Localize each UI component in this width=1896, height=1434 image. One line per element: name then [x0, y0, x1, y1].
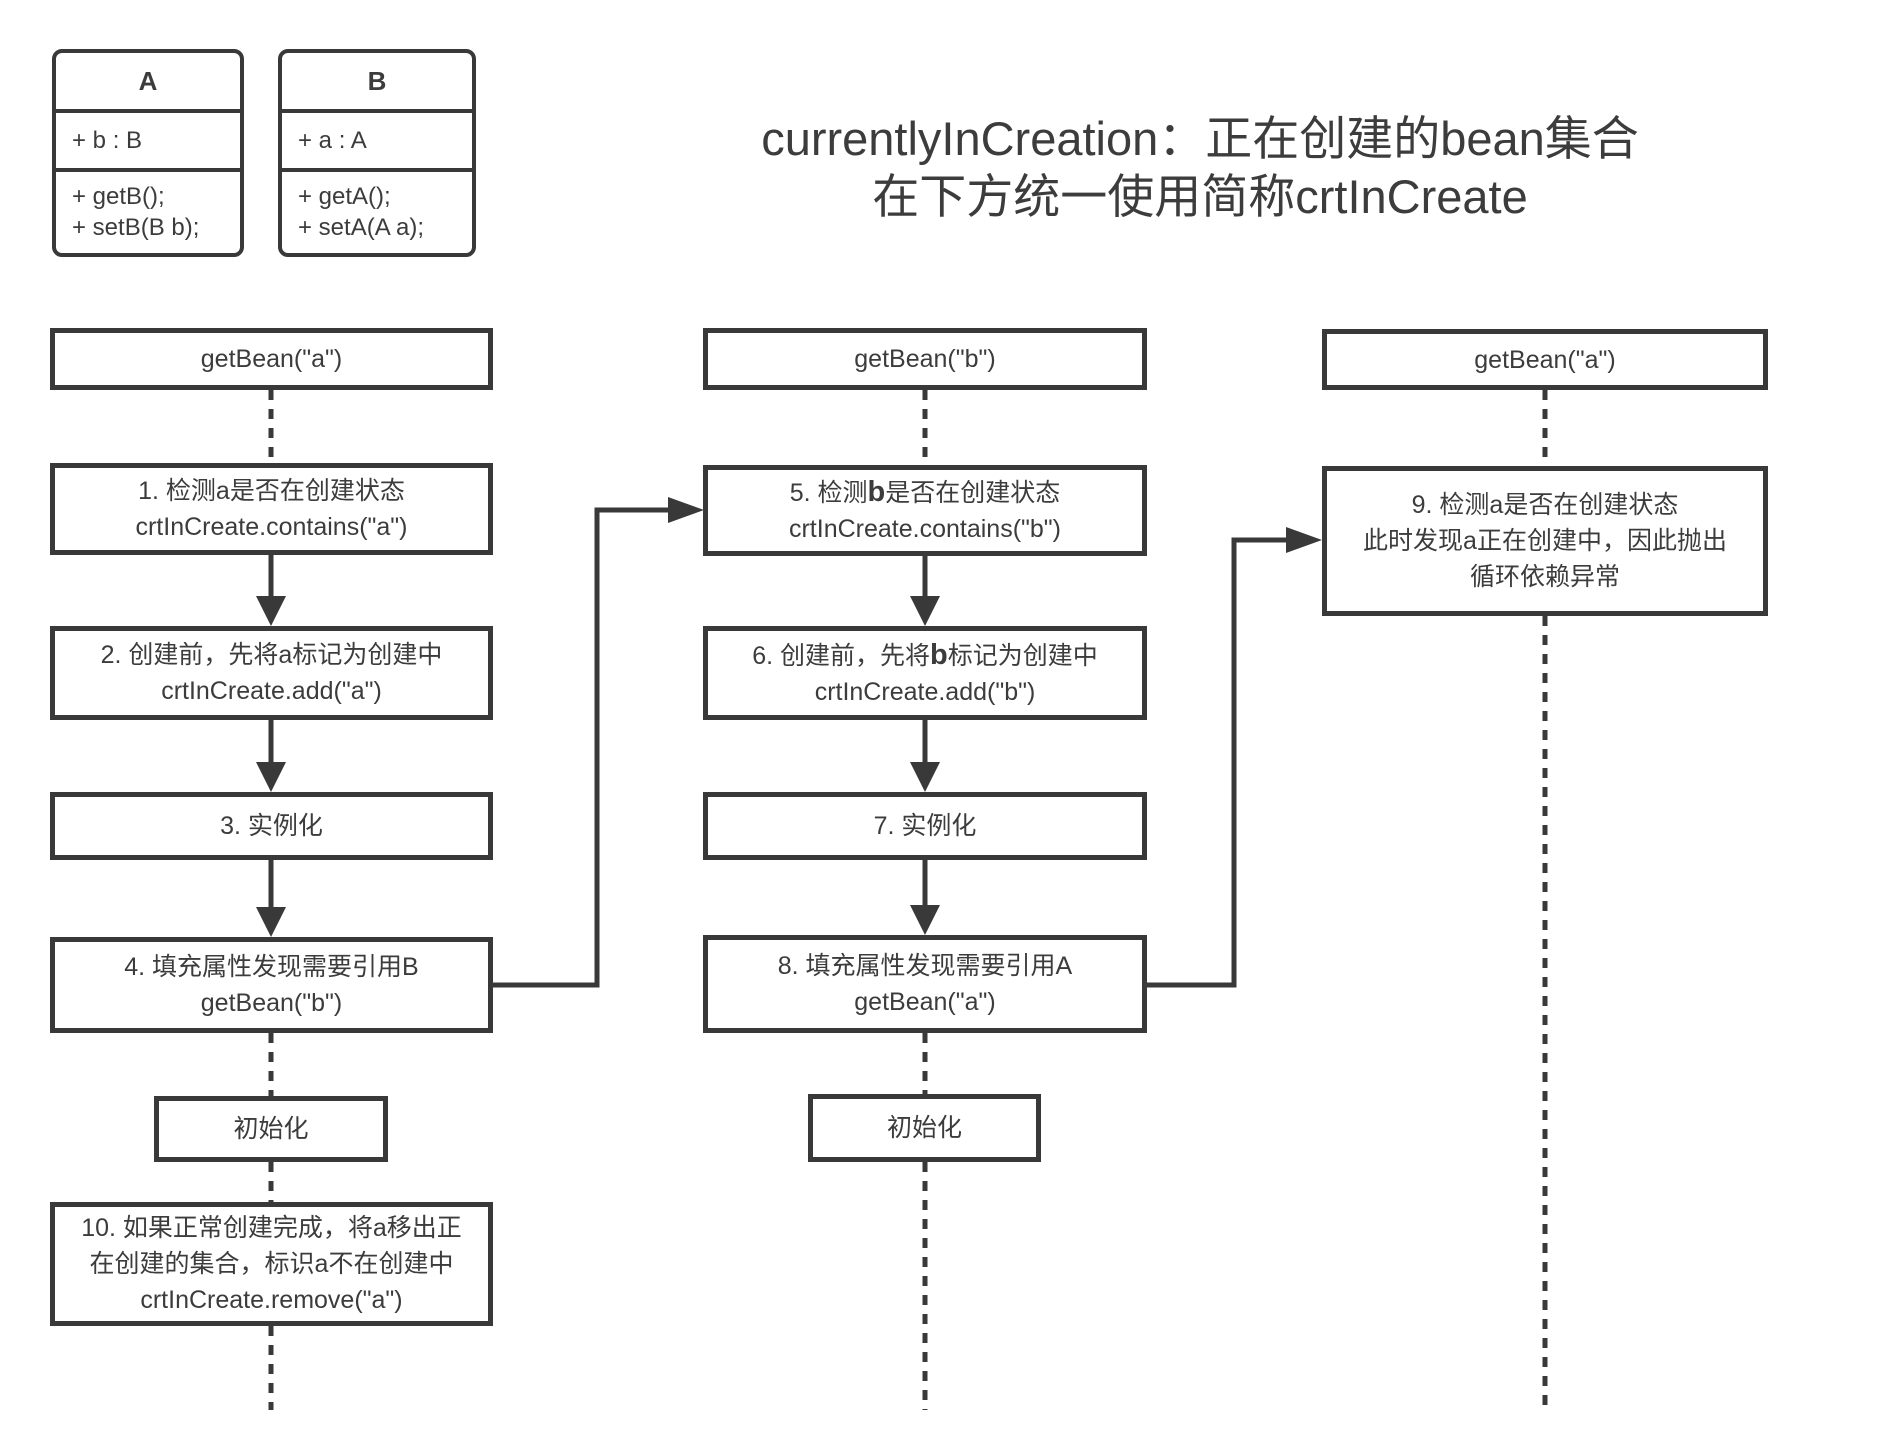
box-text-line: 9. 检测a是否在创建状态 — [1412, 487, 1679, 523]
class-box-a: A + b : B + getB(); + setB(B b); — [52, 49, 244, 257]
arrowhead-down-icon — [910, 905, 940, 935]
arrowhead-down-icon — [256, 762, 286, 792]
box-text-line: 5. 检测b是否在创建状态 — [790, 474, 1061, 511]
bean-name-emphasis: b — [867, 476, 886, 508]
box-text-seg: 是否在创建状态 — [885, 479, 1061, 507]
box-text-seg: 此时发现a正在创建中，因此抛出 — [1363, 527, 1727, 555]
arrowhead-right-icon — [668, 497, 704, 523]
box-text-seg: 初始化 — [233, 1115, 309, 1143]
box-text-seg: getBean("b") — [854, 345, 996, 373]
box-text-seg: crtInCreate.remove("a") — [140, 1286, 403, 1314]
box-text-line: 4. 填充属性发现需要引用B — [124, 949, 418, 985]
box-text-line: 初始化 — [887, 1110, 962, 1146]
box-text-line: 初始化 — [233, 1111, 308, 1147]
box-text-seg: 8. 填充属性发现需要引用A — [777, 952, 1073, 980]
class-attribute: + b : B — [56, 113, 240, 172]
box-text-line: 8. 填充属性发现需要引用A — [778, 948, 1072, 984]
class-attribute: + a : A — [282, 113, 472, 172]
step-1-box: 1. 检测a是否在创建状态 crtInCreate.contains("a") — [50, 463, 493, 555]
box-text-line: 10. 如果正常创建完成，将a移出正 — [81, 1210, 462, 1246]
step-4-box: 4. 填充属性发现需要引用B getBean("b") — [50, 937, 493, 1033]
box-text-seg: 3. 实例化 — [220, 812, 323, 840]
title-line-2: 在下方统一使用简称crtInCreate — [872, 170, 1528, 223]
title-line-1: currentlyInCreation：正在创建的bean集合 — [761, 112, 1639, 165]
box-text-line: 循环依赖异常 — [1470, 559, 1620, 595]
init-box-col1: 初始化 — [154, 1096, 388, 1162]
step-6-box: 6. 创建前，先将b标记为创建中 crtInCreate.add("b") — [703, 626, 1147, 720]
box-text-line: getBean("a") — [201, 341, 342, 377]
elbow-connector-step8-to-step9 — [1147, 537, 1288, 988]
box-text-seg: 标记为创建中 — [947, 641, 1098, 670]
class-name: A — [56, 53, 240, 113]
box-text-seg: 7. 实例化 — [873, 812, 977, 840]
class-method: + setB(B b); — [72, 214, 200, 241]
box-text-line: crtInCreate.remove("a") — [140, 1282, 402, 1318]
box-text-line: 在创建的集合，标识a不在创建中 — [90, 1246, 454, 1282]
class-box-b: B + a : A + getA(); + setA(A a); — [278, 49, 476, 257]
box-text-line: 6. 创建前，先将b标记为创建中 — [752, 637, 1098, 674]
step-9-box: 9. 检测a是否在创建状态此时发现a正在创建中，因此抛出循环依赖异常 — [1322, 466, 1768, 616]
step-3-box: 3. 实例化 — [50, 792, 493, 860]
box-text-line: 1. 检测a是否在创建状态 — [138, 473, 405, 509]
box-text-seg: crtInCreate.add("a") — [161, 677, 382, 705]
box-text-line: getBean("b") — [201, 985, 342, 1021]
box-text-seg: 在创建的集合，标识a不在创建中 — [89, 1250, 454, 1278]
step-5-box: 5. 检测b是否在创建状态 crtInCreate.contains("b") — [703, 465, 1147, 556]
class-name: B — [282, 53, 472, 113]
box-text-seg: getBean("a") — [200, 345, 343, 373]
getbean-header-col1: getBean("a") — [50, 328, 493, 390]
box-text-line: getBean("b") — [854, 341, 995, 377]
box-text-line: crtInCreate.add("a") — [161, 673, 382, 709]
elbow-connector-step4-to-step5 — [493, 507, 670, 988]
box-text-seg: crtInCreate.contains("b") — [788, 515, 1062, 543]
init-box-col2: 初始化 — [808, 1094, 1041, 1162]
step-8-box: 8. 填充属性发现需要引用A getBean("a") — [703, 935, 1147, 1033]
box-text-seg: 10. 如果正常创建完成，将a移出正 — [81, 1214, 462, 1242]
box-text-line: 2. 创建前，先将a标记为创建中 — [101, 637, 443, 673]
box-text-seg: 初始化 — [886, 1114, 962, 1142]
arrowhead-down-icon — [910, 762, 940, 792]
box-text-seg: 4. 填充属性发现需要引用B — [124, 953, 419, 981]
box-text-seg: 5. 检测 — [789, 479, 868, 507]
box-text-seg: crtInCreate.add("b") — [814, 677, 1036, 706]
class-method: + getB(); — [72, 183, 165, 210]
box-text-seg: 循环依赖异常 — [1469, 563, 1620, 591]
step-7-box: 7. 实例化 — [703, 792, 1147, 860]
box-text-seg: 9. 检测a是否在创建状态 — [1411, 491, 1679, 519]
box-text-line: 3. 实例化 — [220, 808, 323, 844]
arrowhead-right-icon — [1286, 527, 1322, 553]
class-method: + getA(); — [298, 183, 391, 210]
box-text-line: crtInCreate.add("b") — [815, 674, 1036, 710]
box-text-seg: crtInCreate.contains("a") — [135, 513, 408, 541]
box-text-seg: getBean("a") — [1474, 345, 1616, 374]
box-text-line: 7. 实例化 — [874, 808, 977, 844]
box-text-seg: getBean("b") — [200, 989, 343, 1017]
box-text-line: crtInCreate.contains("a") — [135, 509, 407, 545]
box-text-line: getBean("a") — [1474, 342, 1615, 378]
class-method: + setA(A a); — [298, 214, 425, 241]
step-2-box: 2. 创建前，先将a标记为创建中 crtInCreate.add("a") — [50, 626, 493, 720]
box-text-seg: 6. 创建前，先将 — [752, 641, 931, 670]
box-text-seg: 2. 创建前，先将a标记为创建中 — [100, 641, 443, 669]
getbean-header-col2: getBean("b") — [703, 328, 1147, 390]
box-text-line: getBean("a") — [854, 984, 995, 1020]
step-10-box: 10. 如果正常创建完成，将a移出正在创建的集合，标识a不在创建中 crtInCr… — [50, 1202, 493, 1326]
bean-name-emphasis: b — [930, 638, 948, 671]
class-method-list: + getA(); + setA(A a); — [282, 172, 472, 243]
getbean-header-col3: getBean("a") — [1322, 329, 1768, 390]
arrowhead-down-icon — [910, 596, 940, 626]
box-text-line: 此时发现a正在创建中，因此抛出 — [1363, 523, 1727, 559]
box-text-seg: 1. 检测a是否在创建状态 — [138, 477, 405, 505]
class-method-list: + getB(); + setB(B b); — [56, 172, 240, 243]
box-text-line: crtInCreate.contains("b") — [789, 511, 1061, 547]
arrowhead-down-icon — [256, 907, 286, 937]
box-text-seg: getBean("a") — [854, 988, 996, 1016]
arrowhead-down-icon — [256, 596, 286, 626]
diagram-title: currentlyInCreation：正在创建的bean集合 在下方统一使用简… — [600, 110, 1800, 226]
